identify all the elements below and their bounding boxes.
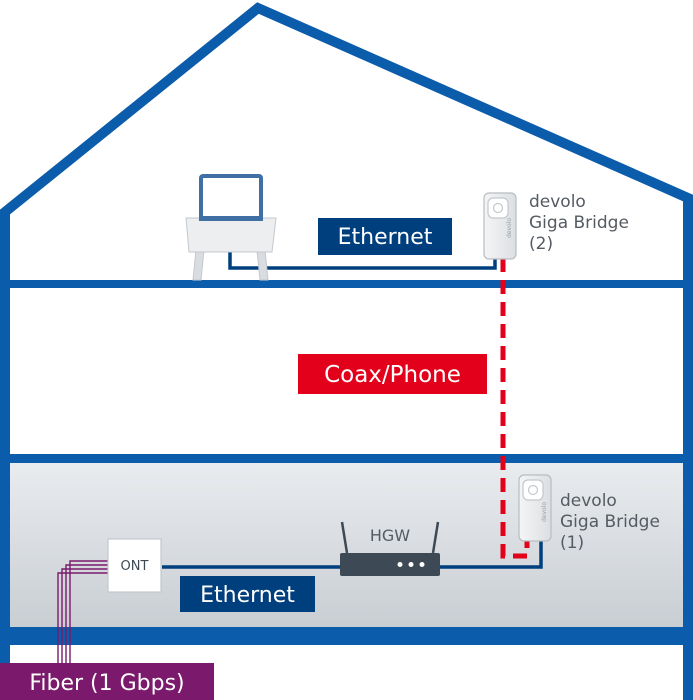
bridge-2-caption: devolo Giga Bridge (2)	[529, 192, 629, 254]
adapter-brand-text: devolo	[506, 218, 513, 238]
ethernet-label-bottom: Ethernet	[180, 576, 315, 612]
fiber-label-text: Fiber (1 Gbps)	[29, 671, 184, 696]
ethernet-cable-hgw-bridge	[440, 540, 543, 569]
ethernet-label-text: Ethernet	[200, 583, 295, 608]
bridge-1-caption: devolo Giga Bridge (1)	[560, 491, 660, 553]
middle-floor-slab	[5, 454, 688, 463]
bridge-1-line-2: Giga Bridge	[560, 512, 660, 532]
router-icon	[340, 521, 440, 576]
ont-device: ONT	[107, 538, 162, 593]
powerline-adapter-icon: devolo	[518, 474, 552, 542]
fiber-label: Fiber (1 Gbps)	[0, 663, 214, 700]
adapter-brand-text: devolo	[541, 502, 548, 522]
ethernet-label-text: Ethernet	[338, 225, 433, 250]
bridge-1-line-3: (1)	[560, 533, 584, 553]
bridge-2-line-1: devolo	[529, 192, 586, 212]
powerline-adapter-icon: devolo	[483, 192, 517, 260]
hgw-label: HGW	[370, 526, 410, 545]
foundation-slab	[5, 627, 688, 645]
bridge-2-line-3: (2)	[529, 234, 553, 254]
coax-cable	[500, 258, 530, 559]
coax-phone-label: Coax/Phone	[298, 354, 487, 394]
bridge-1-line-1: devolo	[560, 491, 617, 511]
coax-phone-label-text: Coax/Phone	[324, 362, 461, 388]
upper-floor-slab	[5, 280, 688, 288]
bridge-2-line-2: Giga Bridge	[529, 213, 629, 233]
fiber-cable	[57, 560, 108, 668]
ont-label: ONT	[121, 559, 149, 574]
laptop-icon	[185, 174, 277, 281]
ethernet-label-top: Ethernet	[318, 218, 452, 255]
